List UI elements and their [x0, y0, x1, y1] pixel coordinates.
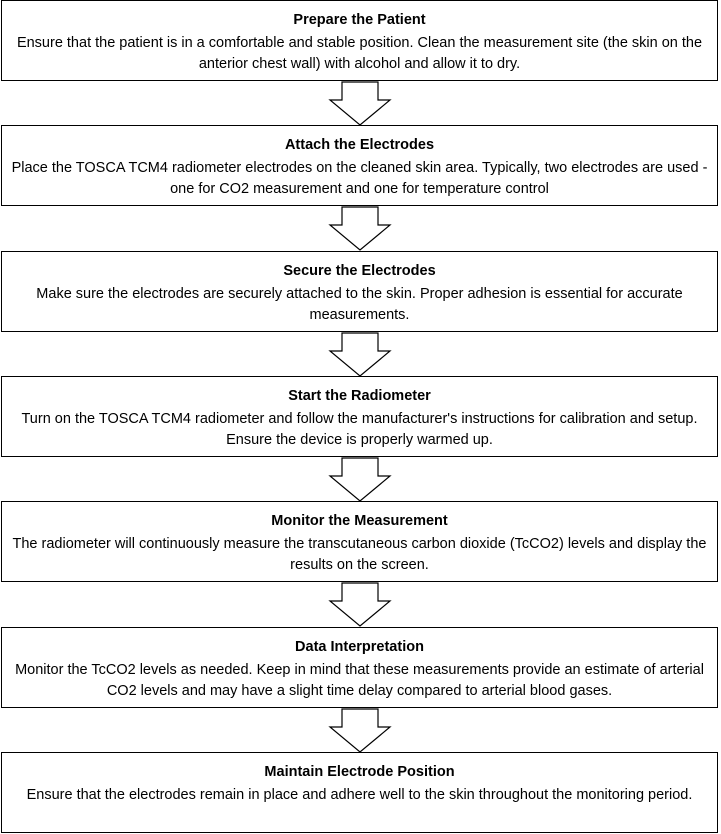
down-arrow-icon — [328, 206, 392, 251]
step-title: Attach the Electrodes — [284, 137, 435, 153]
step-title: Secure the Electrodes — [283, 263, 436, 279]
step-box-start-radiometer: Start the Radiometer Turn on the TOSCA T… — [1, 376, 718, 457]
step-box-maintain-electrode-position: Maintain Electrode Position Ensure that … — [1, 752, 718, 833]
step-description: Ensure that the electrodes remain in pla… — [26, 787, 693, 803]
down-arrow-icon — [328, 457, 392, 502]
step-box-prepare-patient: Prepare the Patient Ensure that the pati… — [1, 0, 718, 81]
down-arrow-icon — [328, 332, 392, 377]
step-description: Make sure the electrodes are securely at… — [36, 286, 683, 323]
down-arrow-icon — [328, 81, 392, 126]
step-title: Data Interpretation — [295, 639, 424, 655]
step-description: Monitor the TcCO2 levels as needed. Keep… — [15, 662, 704, 699]
step-box-monitor-measurement: Monitor the Measurement The radiometer w… — [1, 501, 718, 582]
step-box-data-interpretation: Data Interpretation Monitor the TcCO2 le… — [1, 627, 718, 708]
step-title: Start the Radiometer — [288, 388, 431, 404]
step-title: Monitor the Measurement — [271, 513, 448, 529]
step-title: Prepare the Patient — [293, 12, 426, 28]
step-description: Turn on the TOSCA TCM4 radiometer and fo… — [21, 411, 698, 448]
step-box-attach-electrodes: Attach the Electrodes Place the TOSCA TC… — [1, 125, 718, 206]
step-title: Maintain Electrode Position — [264, 764, 455, 780]
step-box-secure-electrodes: Secure the Electrodes Make sure the elec… — [1, 251, 718, 332]
step-description: Place the TOSCA TCM4 radiometer electrod… — [11, 160, 708, 197]
down-arrow-icon — [328, 582, 392, 627]
step-description: The radiometer will continuously measure… — [12, 536, 707, 573]
step-description: Ensure that the patient is in a comforta… — [16, 35, 703, 72]
down-arrow-icon — [328, 708, 392, 753]
